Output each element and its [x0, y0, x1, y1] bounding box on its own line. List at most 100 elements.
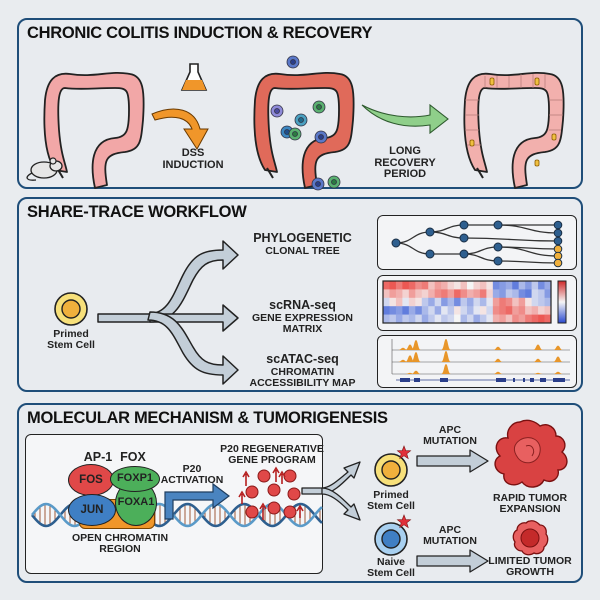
- naive-cell-label: Naive Stem Cell: [367, 556, 415, 580]
- branch-label-scatac: scATAC-seq CHROMATIN ACCESSIBILITY MAP: [249, 352, 356, 390]
- gene-exon: [553, 378, 565, 382]
- heatmap-cell: [531, 306, 539, 315]
- heatmap-cell: [434, 297, 442, 307]
- tree-leaf: [553, 220, 563, 230]
- heatmap-cell: [512, 297, 519, 307]
- heatmap-cell: [473, 281, 481, 290]
- heatmap-cell: [544, 281, 552, 290]
- heatmap-cell: [544, 306, 552, 315]
- colitis-panel-title: CHRONIC COLITIS INDUCTION & RECOVERY: [27, 24, 373, 42]
- atac-peak: [398, 347, 408, 350]
- heatmap-cell: [428, 297, 435, 307]
- heatmap-cell: [415, 289, 423, 299]
- heatmap-cell: [415, 297, 423, 307]
- heatmap-cell: [512, 289, 519, 299]
- heatmap-cell: [441, 297, 448, 307]
- clonal-tree-box: [377, 215, 577, 270]
- atac-peak: [411, 340, 421, 350]
- gene-exon: [496, 378, 506, 382]
- heatmap-cell: [486, 297, 494, 307]
- heatmap-cell: [492, 297, 500, 307]
- tree-edge: [497, 260, 559, 264]
- atac-peak: [533, 344, 543, 350]
- mouse-icon: [26, 157, 63, 181]
- foxp1-protein: FOXP1: [110, 466, 160, 492]
- heatmap-cell: [428, 306, 435, 315]
- tree-node: [459, 249, 469, 259]
- heatmap-cell: [479, 314, 487, 324]
- tree-leaf: [553, 236, 563, 246]
- heatmap-cell: [486, 314, 494, 324]
- heatmap-cell: [383, 281, 390, 290]
- heatmap-cell: [408, 289, 416, 299]
- tree-node: [493, 256, 503, 266]
- heatmap-cell: [467, 281, 474, 290]
- atac-peak: [441, 364, 451, 374]
- heatmap-colorbar: [557, 280, 567, 324]
- heatmap-cell: [421, 297, 429, 307]
- heatmap-cell: [408, 281, 416, 290]
- primed-stem-cell-icon: [54, 292, 88, 326]
- tree-edge: [463, 253, 499, 262]
- atac-peak: [553, 356, 563, 362]
- heatmap-cell: [454, 297, 461, 307]
- primed-cell-label: Primed Stem Cell: [367, 489, 415, 513]
- tree-node: [425, 249, 435, 259]
- heatmap-cell: [505, 297, 513, 307]
- heatmap-cell: [467, 306, 474, 315]
- apc-arrow-bottom: [416, 549, 489, 573]
- heatmap-cell: [415, 306, 423, 315]
- atac-box: [377, 335, 577, 388]
- heatmap-cell: [395, 297, 403, 307]
- heatmap-cell: [415, 281, 423, 290]
- heatmap-cell: [531, 281, 539, 290]
- heatmap-cell: [383, 314, 390, 324]
- heatmap-cell: [538, 306, 545, 315]
- heatmap-cell: [518, 281, 526, 290]
- heatmap-cell: [408, 306, 416, 315]
- heatmap-cell: [454, 289, 461, 299]
- atac-peak: [441, 351, 451, 362]
- gene-exon: [513, 378, 515, 382]
- branch-label-phylogenetic: PHYLOGENETIC CLONAL TREE: [253, 231, 352, 258]
- heatmap-cell: [441, 306, 448, 315]
- branch-label-scrna: scRNA-seq GENE EXPRESSION MATRIX: [252, 298, 353, 336]
- clonal-tree: [391, 220, 563, 268]
- heatmap-cell: [473, 297, 481, 307]
- rapid-tumor-label: RAPID TUMOR EXPANSION: [492, 492, 568, 516]
- heatmap-cell: [460, 289, 468, 299]
- tree-edge: [463, 237, 559, 242]
- heatmap-cell: [479, 289, 487, 299]
- workflow-source-cell-label: Primed Stem Cell: [47, 328, 95, 352]
- heatmap-cell: [525, 297, 532, 307]
- heatmap-cell: [479, 297, 487, 307]
- heatmap-cell: [473, 314, 481, 324]
- heatmap-cell: [395, 306, 403, 315]
- mechanism-panel-title: MOLECULAR MECHANISM & TUMORIGENESIS: [27, 409, 388, 427]
- heatmap-cell: [499, 281, 507, 290]
- tree-leaf: [553, 251, 563, 261]
- heatmap-cell: [428, 289, 435, 299]
- atac-peak: [411, 370, 421, 374]
- atac-peak: [405, 355, 415, 362]
- heatmap-cell: [538, 297, 545, 307]
- atac-peak: [493, 358, 503, 362]
- heatmap-cell: [447, 314, 455, 324]
- gene-exon: [440, 378, 448, 382]
- atac-peak: [493, 371, 503, 374]
- heatmap-cell: [421, 314, 429, 324]
- heatmap-cell: [421, 281, 429, 290]
- heatmap-cell: [389, 306, 397, 315]
- heatmap-cell: [402, 314, 410, 324]
- heatmap-cell: [525, 306, 532, 315]
- heatmap-cell: [544, 314, 552, 324]
- mutation-star-icon: [396, 445, 412, 460]
- heatmap-cell: [479, 306, 487, 315]
- limited-tumor-icon: [512, 520, 549, 556]
- heatmap-cell: [383, 289, 390, 299]
- mutation-star-icon: [396, 514, 412, 529]
- tree-node: [493, 220, 503, 230]
- heatmap-cell: [441, 289, 448, 299]
- heatmap-cell: [389, 289, 397, 299]
- heatmap-cell: [447, 281, 455, 290]
